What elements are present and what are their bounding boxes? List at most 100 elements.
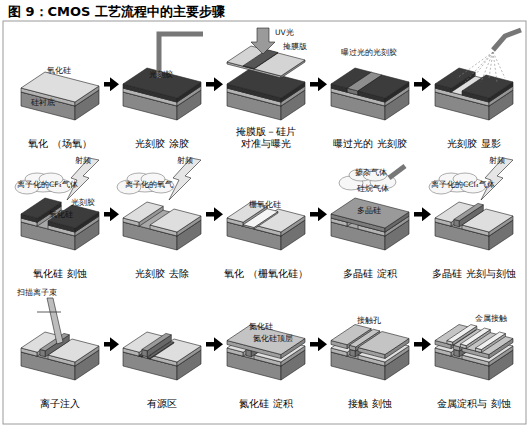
step-caption: 有源区: [115, 398, 209, 410]
layer-face: [142, 333, 171, 350]
flow-arrow: [206, 82, 214, 87]
part-label: 射频: [177, 156, 193, 165]
developer-spray: [481, 52, 493, 82]
step-caption: 氮化硅 淀积: [219, 398, 313, 410]
ion-beam: [47, 298, 63, 344]
part-label: 离子化的氧气: [125, 180, 173, 189]
figure-title: 图 9：CMOS 工艺流程中的主要步骤: [8, 3, 225, 21]
layer-face: [435, 68, 475, 88]
part-label: 硅衬底: [31, 98, 55, 107]
step-caption: 多晶硅 淀积: [323, 268, 417, 280]
developer-spray: [493, 52, 505, 78]
part-label: 氮化硅顶层: [253, 334, 293, 343]
flow-arrow: [104, 82, 110, 87]
layer-face: [123, 202, 163, 222]
step-caption: 光刻胶 去除: [115, 268, 209, 280]
wafer-sketch: [227, 28, 305, 120]
part-label: 光刻胶: [71, 198, 95, 207]
part-label: 栅氧化硅: [249, 200, 281, 209]
step-caption: 多晶硅 光刻与刻蚀: [427, 268, 521, 280]
layer-face: [40, 333, 69, 350]
wafer-sketch: [21, 298, 99, 380]
part-label: 氮化硅: [249, 322, 273, 331]
step-caption: 掩膜版－硅片 对准与曝光: [219, 126, 313, 150]
part-label: 离子化的CCl₄气体: [431, 180, 495, 189]
wafer-sketch: [331, 166, 409, 250]
flow-arrow: [414, 342, 422, 347]
developer-spray: [473, 52, 493, 78]
step-caption: 光刻胶 涂胶: [115, 138, 209, 150]
nozzle: [389, 166, 405, 178]
flow-arrow: [310, 342, 318, 347]
nozzle: [493, 30, 521, 50]
layer-face: [48, 205, 99, 228]
scan-direction: [37, 312, 61, 313]
process-step: 离子注入: [17, 286, 103, 410]
part-label: 硅烷气体: [357, 184, 389, 193]
process-step: 接触 刻蚀: [327, 286, 413, 410]
part-label: UV光: [275, 28, 294, 37]
part-label: 光刻胶: [149, 70, 173, 79]
process-step: 氧化 （场氧）: [17, 26, 103, 150]
step-caption: 氧化 （场氧）: [13, 138, 107, 150]
process-step: 曝过光的 光刻胶: [327, 26, 413, 150]
process-step: 光刻胶 显影: [431, 26, 517, 150]
layer-face: [150, 209, 201, 232]
wafer-sketch: [331, 325, 409, 381]
flow-arrow: [104, 342, 110, 347]
flow-arrow: [206, 212, 214, 217]
flow-arrow: [310, 82, 318, 87]
process-step: 多晶硅 光刻与刻蚀: [431, 156, 517, 280]
step-caption: 光刻胶 显影: [427, 138, 521, 150]
step-caption: 接触 刻蚀: [323, 398, 417, 410]
layer-face: [358, 332, 409, 355]
flow-arrow: [414, 212, 422, 217]
layer-face: [21, 72, 99, 102]
part-label: 离子化的CF₄气体: [17, 180, 78, 189]
wafer-sketch: [227, 202, 305, 250]
uv-arrow: [251, 28, 275, 54]
part-label: 射频: [489, 156, 505, 165]
part-label: 氧化硅: [47, 66, 71, 75]
flow-arrow: [104, 212, 110, 217]
process-step: 氮化硅 淀积: [223, 286, 309, 410]
part-label: 多晶硅: [357, 206, 381, 215]
step-caption: 金属淀积与 刻蚀: [427, 398, 521, 410]
process-step: 金属淀积与 刻蚀: [431, 286, 517, 410]
process-illustrations: [15, 28, 521, 380]
layer-face: [454, 203, 483, 220]
part-label: 扫描离子束: [17, 288, 57, 297]
wafer-sketch: [429, 158, 513, 250]
flow-arrows: [104, 84, 422, 344]
part-label: 曝过光的光刻胶: [341, 48, 397, 57]
flow-arrow: [414, 82, 422, 87]
figure-frame: [3, 21, 526, 424]
developer-spray: [489, 52, 493, 78]
step-caption: 离子注入: [13, 398, 107, 410]
wafer-sketch: [15, 158, 99, 250]
wafer-sketch: [435, 30, 521, 120]
layer-face: [462, 75, 513, 98]
wafer-sketch: [117, 158, 201, 250]
developer-spray: [457, 52, 493, 78]
layer-face: [243, 50, 278, 69]
part-label: 掺杂气体: [355, 168, 387, 177]
part-label: 氧化硅: [49, 210, 73, 219]
wafer-sketch: [435, 325, 513, 381]
part-label: 掩膜版: [283, 42, 307, 51]
wafer-sketch: [331, 68, 409, 120]
wafer-sketch: [123, 34, 203, 120]
step-caption: 氧化硅 刻蚀: [13, 268, 107, 280]
process-step: 氧化 （栅氧化硅）: [223, 156, 309, 280]
layer-face: [331, 198, 409, 228]
layer-face: [476, 332, 506, 350]
wafer-sketch: [123, 332, 201, 380]
layer-face: [358, 75, 409, 98]
part-label: 射频: [75, 156, 91, 165]
flow-arrow: [206, 342, 214, 347]
flow-arrow: [310, 212, 318, 217]
step-caption: 氧化 （栅氧化硅）: [219, 268, 313, 280]
process-step: 光刻胶 去除: [119, 156, 205, 280]
